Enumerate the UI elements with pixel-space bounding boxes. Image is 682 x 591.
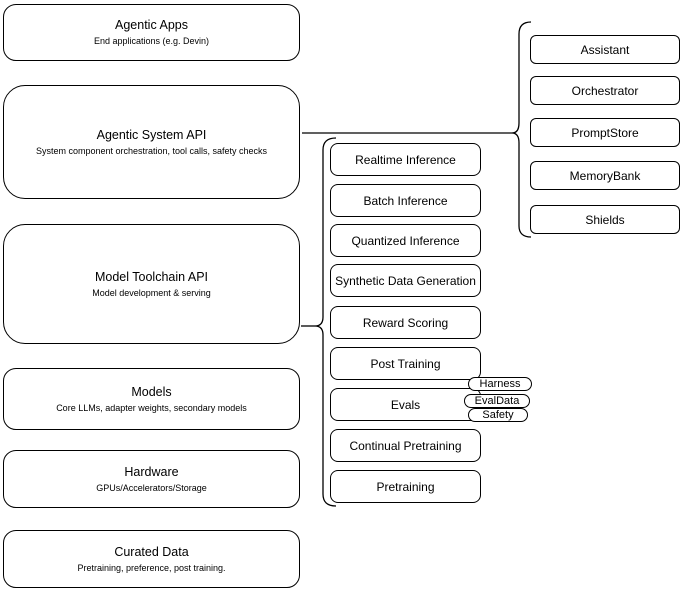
eval-tag-label: Harness — [479, 377, 521, 390]
component-label: Assistant — [580, 42, 630, 57]
toolchain-label: Batch Inference — [363, 193, 448, 208]
box-title: Models — [131, 384, 172, 399]
toolchain-box-continual-pretraining: Continual Pretraining — [330, 429, 481, 462]
toolchain-label: Evals — [390, 397, 421, 412]
toolchain-box-pretraining: Pretraining — [330, 470, 481, 503]
component-label: MemoryBank — [569, 168, 641, 183]
toolchain-label: Quantized Inference — [351, 233, 460, 248]
toolchain-box-quantized-inference: Quantized Inference — [330, 224, 481, 257]
box-subtitle: System component orchestration, tool cal… — [35, 145, 268, 156]
toolchain-box-realtime-inference: Realtime Inference — [330, 143, 481, 176]
box-subtitle: Model development & serving — [92, 287, 211, 298]
box-title: Hardware — [124, 464, 179, 479]
toolchain-label: Realtime Inference — [355, 152, 456, 167]
box-agentic-system-api: Agentic System API System component orch… — [3, 85, 300, 199]
component-box-orchestrator: Orchestrator — [530, 76, 680, 105]
box-model-toolchain-api: Model Toolchain API Model development & … — [3, 224, 300, 344]
component-box-shields: Shields — [530, 205, 680, 234]
box-subtitle: Core LLMs, adapter weights, secondary mo… — [56, 402, 247, 413]
toolchain-box-post-training: Post Training — [330, 347, 481, 380]
component-label: Shields — [585, 212, 625, 227]
component-label: PromptStore — [571, 125, 639, 140]
toolchain-label: Synthetic Data Generation — [335, 273, 476, 288]
box-title: Agentic System API — [96, 127, 207, 142]
toolchain-box-batch-inference: Batch Inference — [330, 184, 481, 217]
component-box-promptstore: PromptStore — [530, 118, 680, 147]
system-components-brace — [511, 21, 532, 238]
box-models: Models Core LLMs, adapter weights, secon… — [3, 368, 300, 430]
box-title: Agentic Apps — [115, 18, 188, 32]
component-box-assistant: Assistant — [530, 35, 680, 64]
component-box-memorybank: MemoryBank — [530, 161, 680, 190]
box-title: Curated Data — [114, 544, 189, 559]
toolchain-box-reward-scoring: Reward Scoring — [330, 306, 481, 339]
box-agentic-apps: Agentic Apps End applications (e.g. Devi… — [3, 4, 300, 61]
box-subtitle: End applications (e.g. Devin) — [93, 36, 210, 46]
box-subtitle: GPUs/Accelerators/Storage — [96, 482, 207, 493]
box-hardware: Hardware GPUs/Accelerators/Storage — [3, 450, 300, 508]
eval-tag-label: Safety — [482, 408, 514, 421]
eval-tag-safety: Safety — [468, 408, 528, 422]
toolchain-box-synthetic-data-generation: Synthetic Data Generation — [330, 264, 481, 297]
box-curated-data: Curated Data Pretraining, preference, po… — [3, 530, 300, 588]
toolchain-label: Reward Scoring — [362, 315, 449, 330]
eval-tag-label: EvalData — [474, 394, 520, 407]
box-subtitle: Pretraining, preference, post training. — [77, 562, 226, 573]
eval-tag-evaldata: EvalData — [464, 394, 530, 408]
toolchain-label: Post Training — [370, 356, 441, 371]
eval-tag-harness: Harness — [468, 377, 532, 391]
component-label: Orchestrator — [571, 83, 639, 98]
box-title: Model Toolchain API — [94, 269, 209, 284]
toolchain-label: Pretraining — [376, 479, 435, 494]
toolchain-label: Continual Pretraining — [349, 438, 462, 453]
toolchain-box-evals: Evals — [330, 388, 481, 421]
